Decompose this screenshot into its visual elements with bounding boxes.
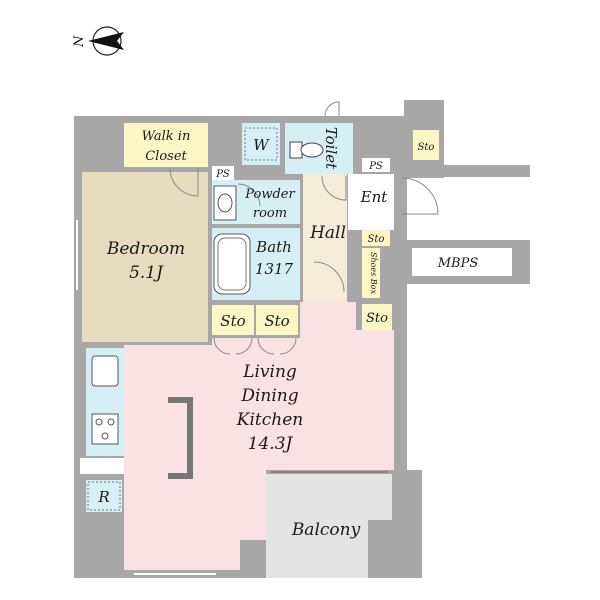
mbps-label: MBPS [437, 256, 479, 271]
bathtub-icon [213, 233, 251, 295]
washer-fill [242, 123, 280, 165]
ldk-label-2: Dining [240, 386, 298, 406]
ldk-label-1: Living [242, 362, 297, 382]
door-arc-toilet [321, 175, 347, 201]
sto-hall-fill [362, 230, 390, 246]
kitchen-band [80, 458, 124, 474]
door-arc-sto-1 [213, 337, 231, 355]
wall-balcony-right-post [392, 470, 422, 526]
ldk-label-3: Kitchen [236, 410, 303, 430]
walk-in-closet-label-1: Walk in [142, 129, 191, 144]
mbps-fill [412, 248, 512, 276]
ldk-fill [124, 302, 394, 570]
compass: N [72, 26, 124, 56]
sto-hall-label: Sto [368, 234, 385, 245]
powder-room-label-2: room [253, 206, 287, 221]
compass-needle-icon [88, 32, 124, 50]
door-arc-sto-2 [235, 337, 253, 355]
refrigerator-fill [86, 480, 122, 512]
door-arc-sto-4 [279, 337, 297, 355]
toilet-icon [289, 141, 303, 159]
wash-basin-icon [213, 185, 237, 221]
ps-left-fill [212, 166, 234, 180]
kitchen-sink-icon [91, 355, 119, 387]
bathtub-inner [217, 237, 247, 291]
washer-icon [244, 127, 278, 161]
wash-basin-bowl [217, 193, 233, 213]
labels: Walk in Closet Bedroom 5.1J PS Powder ro… [97, 127, 478, 540]
door-arc-closet [169, 167, 199, 197]
wall-balcony-right [368, 520, 422, 578]
bedroom-fill [82, 172, 208, 342]
entrance-fill [348, 174, 394, 230]
entrance-label: Ent [360, 188, 389, 206]
door-arc-hall [313, 261, 345, 293]
bedroom-label-1: Bedroom [106, 239, 185, 259]
bedroom-label-2: 5.1J [129, 263, 164, 283]
sto-mid-fill [256, 305, 298, 335]
door-arc-sto-3 [257, 337, 275, 355]
refrigerator-icon [87, 481, 121, 511]
powder-room-label-1: Powder [244, 187, 295, 202]
door-arc-powder [237, 183, 261, 207]
walk-in-closet-fill [124, 123, 208, 167]
ps-right-fill [362, 158, 390, 172]
balcony-fill [266, 474, 368, 578]
bath-label-1: Bath [255, 238, 292, 256]
sto-top-right-fill [413, 130, 439, 160]
fixtures [76, 101, 439, 575]
balcony-fill-lower [368, 474, 392, 520]
hall-fill [303, 174, 347, 302]
sto-top-right-label: Sto [418, 142, 435, 153]
toilet-bowl [300, 142, 324, 158]
toilet-label: Toilet [322, 127, 340, 170]
burner-2 [107, 418, 115, 426]
counter-bracket [168, 397, 193, 479]
ps-left-label: PS [215, 169, 230, 180]
washer-label: W [253, 136, 270, 154]
bath-label-2: 1317 [255, 260, 294, 278]
burner-1 [95, 418, 103, 426]
door-arc-balcony-top [324, 101, 340, 117]
sto-left-fill [212, 305, 254, 335]
balcony-label: Balcony [291, 520, 361, 540]
walk-in-closet-label-2: Closet [145, 149, 187, 164]
wall-protrusion-top-step [404, 165, 530, 177]
shoes-box-label: Shoes Box [369, 252, 378, 295]
compass-north-label: N [72, 35, 87, 48]
ps-right-label: PS [368, 161, 383, 172]
sto-entry-fill [362, 304, 392, 330]
room-fills [80, 123, 512, 578]
door-arc-entrance [401, 177, 439, 215]
ldk-label-4: 14.3J [248, 434, 294, 454]
sto-entry-label: Sto [366, 311, 388, 326]
sto-left-label: Sto [220, 312, 245, 330]
shoes-box-fill [362, 248, 380, 298]
burner-3 [101, 432, 109, 440]
sto-mid-label: Sto [264, 312, 289, 330]
refrigerator-label: R [97, 488, 109, 506]
hall-label: Hall [309, 223, 346, 243]
